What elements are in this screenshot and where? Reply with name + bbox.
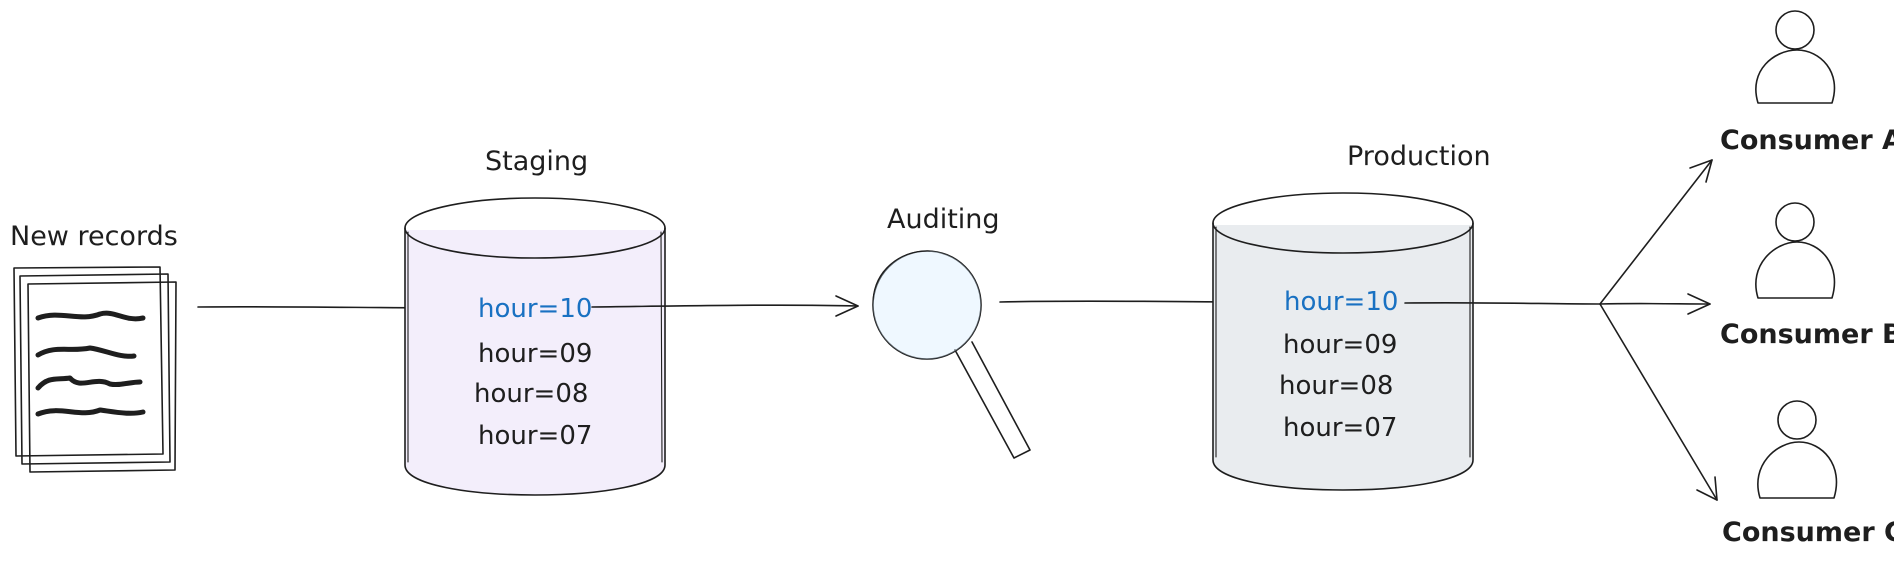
consumer-a-label: Consumer A: [1720, 125, 1894, 156]
production-partition-2: hour=08: [1279, 371, 1393, 401]
consumer-c-node: Consumer C: [1722, 400, 1894, 548]
new-records-node: New records: [10, 221, 178, 473]
production-partition-3: hour=07: [1283, 413, 1397, 443]
staging-cylinder-icon: [404, 197, 666, 496]
auditing-node: Auditing: [872, 204, 1031, 459]
consumer-c-label: Consumer C: [1722, 517, 1894, 548]
staging-partition-1: hour=09: [478, 339, 592, 369]
staging-node: Staging hour=10 hour=09 hour=08 hour=07: [404, 146, 666, 496]
staging-partition-2: hour=08: [474, 379, 588, 409]
person-icon: [1755, 202, 1836, 299]
person-icon: [1757, 400, 1838, 499]
production-partition-1: hour=09: [1283, 330, 1397, 360]
document-stack-icon: [13, 266, 177, 473]
staging-label: Staging: [485, 146, 588, 177]
consumer-a-node: Consumer A: [1720, 10, 1894, 156]
staging-partition-0: hour=10: [478, 294, 592, 324]
arrow-staging-to-auditing: [591, 295, 859, 317]
production-cylinder-icon: [1212, 192, 1474, 491]
production-node: Production hour=10 hour=09 hour=08 hour=…: [1212, 141, 1491, 491]
production-label: Production: [1347, 141, 1491, 172]
new-records-label: New records: [10, 221, 178, 252]
consumer-b-node: Consumer B: [1720, 202, 1894, 350]
auditing-label: Auditing: [887, 204, 1000, 235]
staging-partition-3: hour=07: [478, 421, 592, 451]
consumer-b-label: Consumer B: [1720, 319, 1894, 350]
magnifying-glass-icon: [872, 250, 1031, 459]
person-icon: [1755, 10, 1836, 104]
arrow-production-to-consumers: [1404, 159, 1718, 501]
production-partition-0: hour=10: [1284, 287, 1398, 317]
